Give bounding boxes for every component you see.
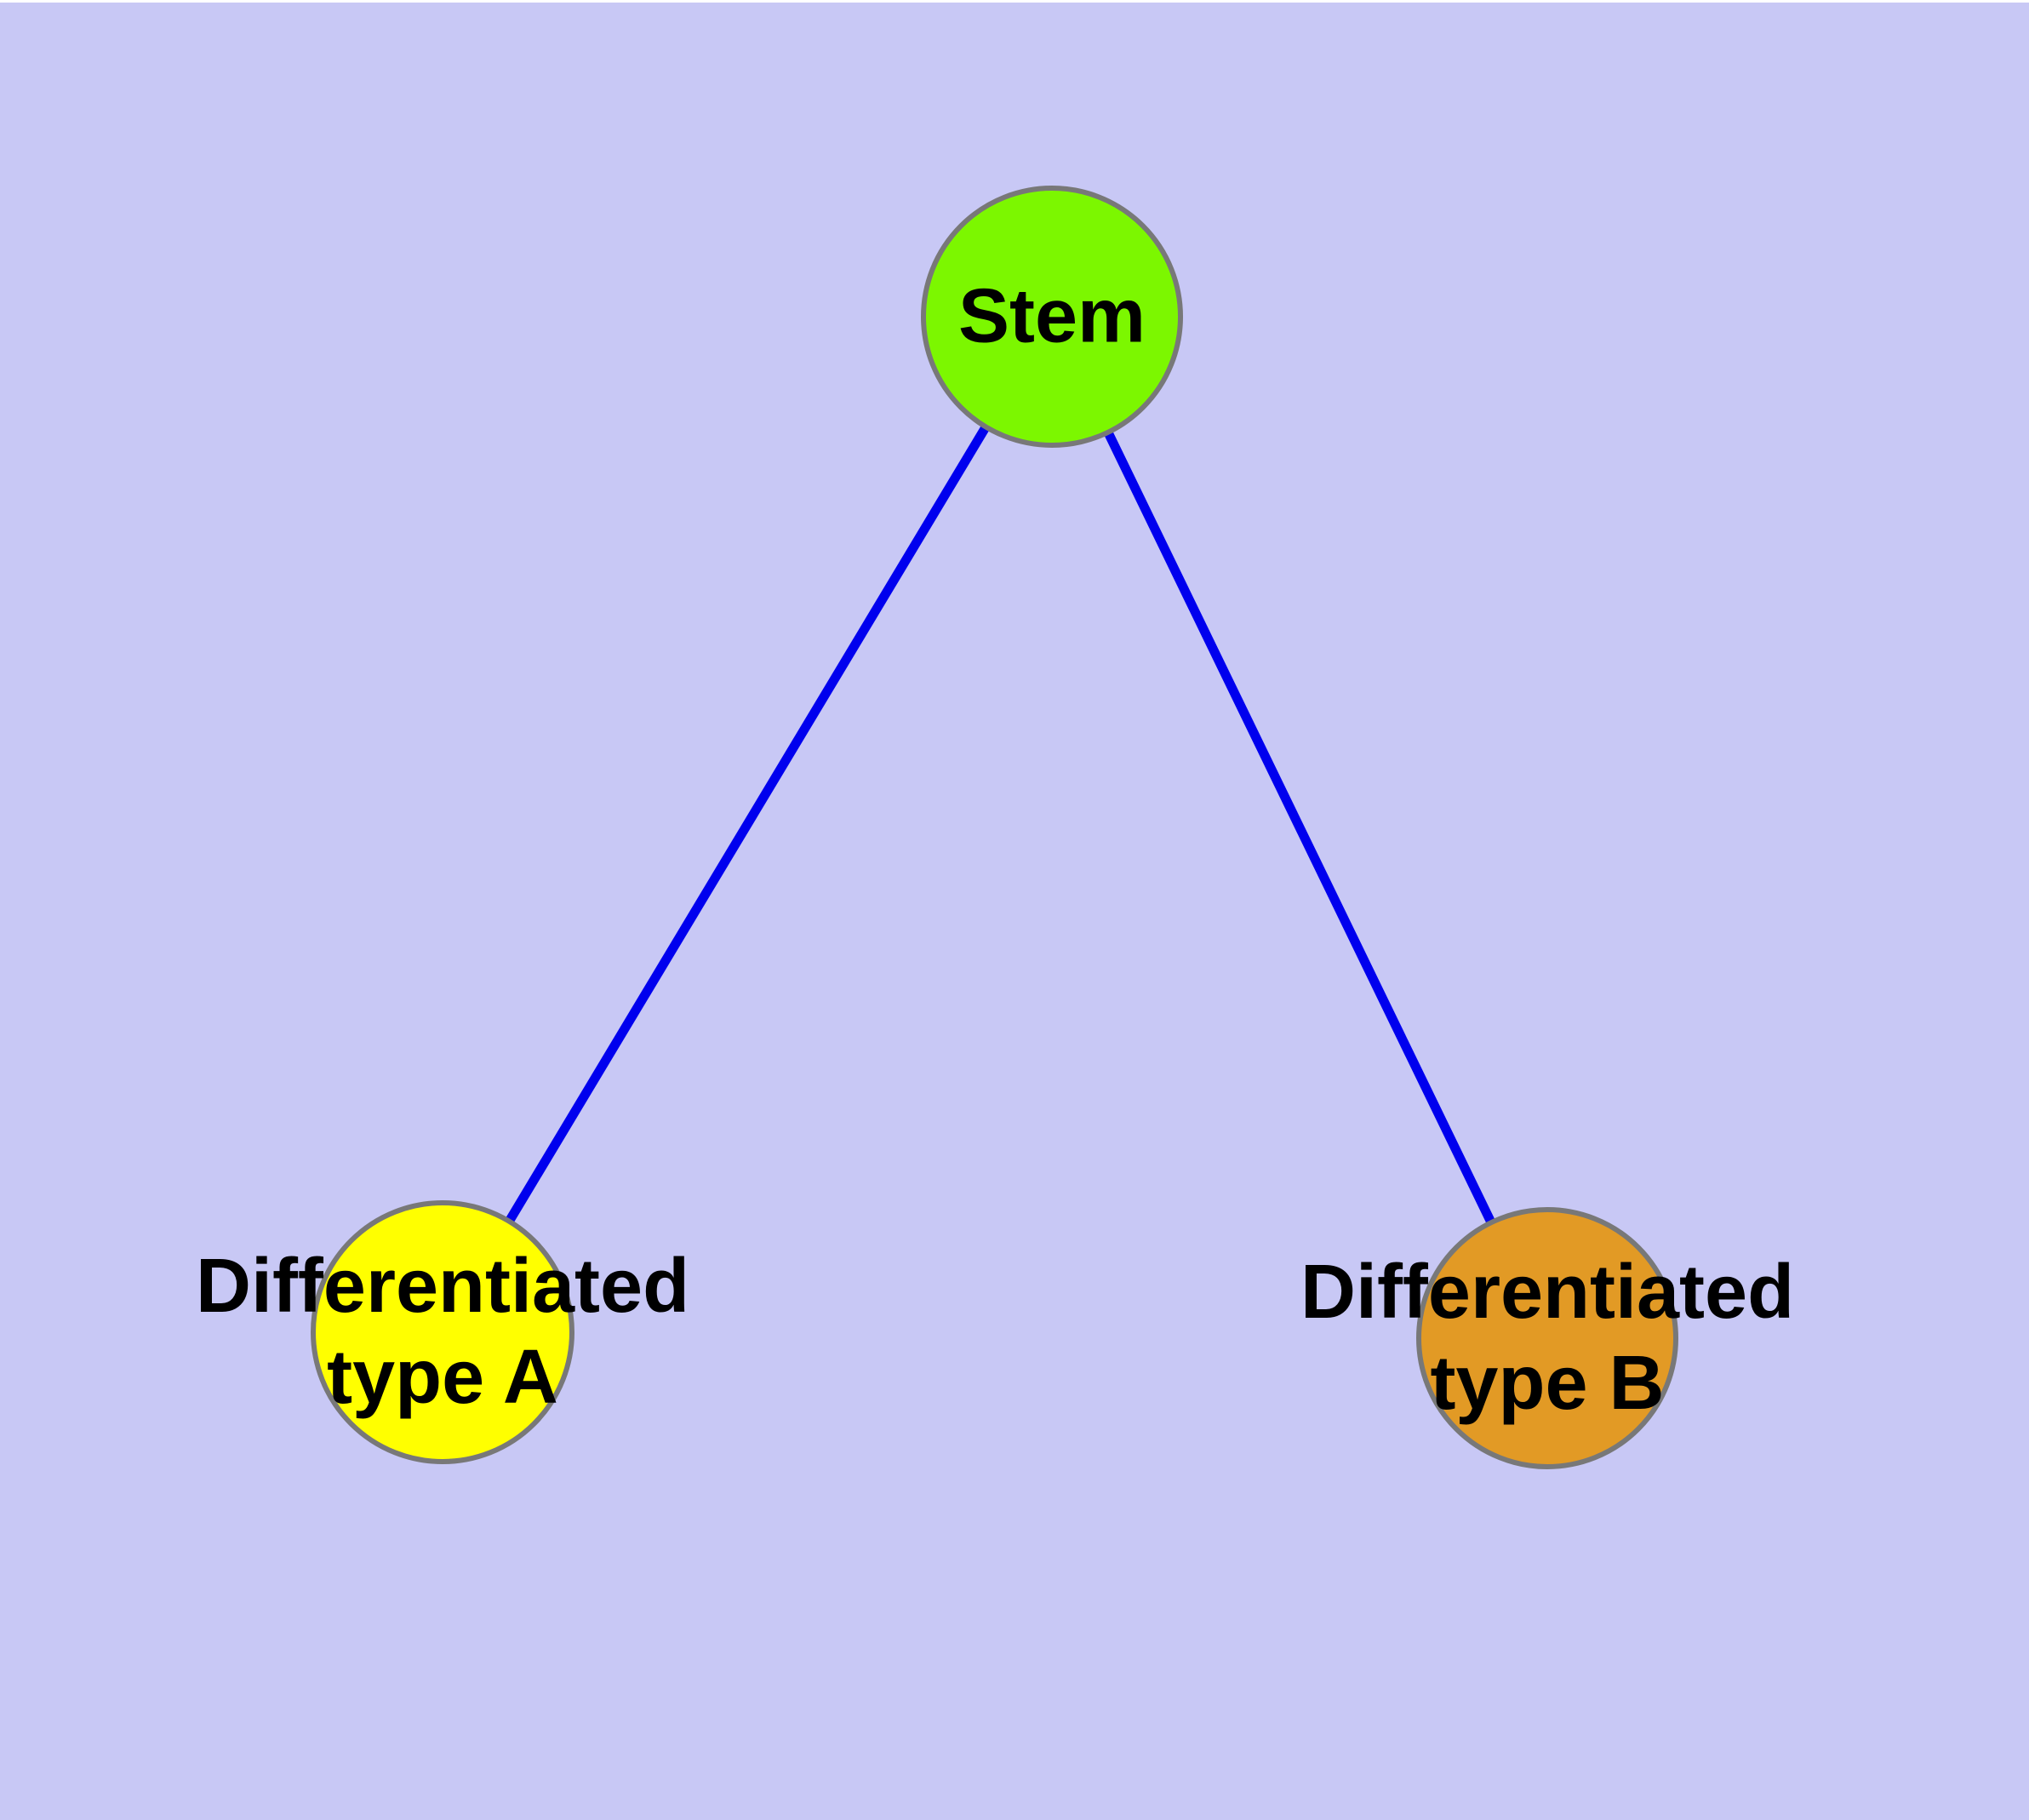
node-stem-circle	[921, 186, 1183, 448]
node-label-stem: Stem	[958, 272, 1146, 363]
edge-stem-to-type-a	[438, 314, 1056, 1335]
node-label-type-a-line1: Differentiated	[195, 1244, 690, 1329]
node-label-type-a: Differentiated type A	[196, 1241, 689, 1423]
node-label-type-b: Differentiated type B	[1300, 1247, 1794, 1429]
node-type-a-circle	[311, 1200, 574, 1464]
node-label-type-b-line2: type B	[1430, 1341, 1665, 1426]
node-label-type-b-line1: Differentiated	[1300, 1250, 1795, 1335]
top-border-strip	[0, 0, 2029, 3]
node-label-stem-line1: Stem	[957, 273, 1146, 359]
edge-stem-to-type-b	[1048, 314, 1552, 1341]
node-label-type-a-line2: type A	[327, 1335, 558, 1420]
node-type-b-circle	[1416, 1207, 1678, 1469]
